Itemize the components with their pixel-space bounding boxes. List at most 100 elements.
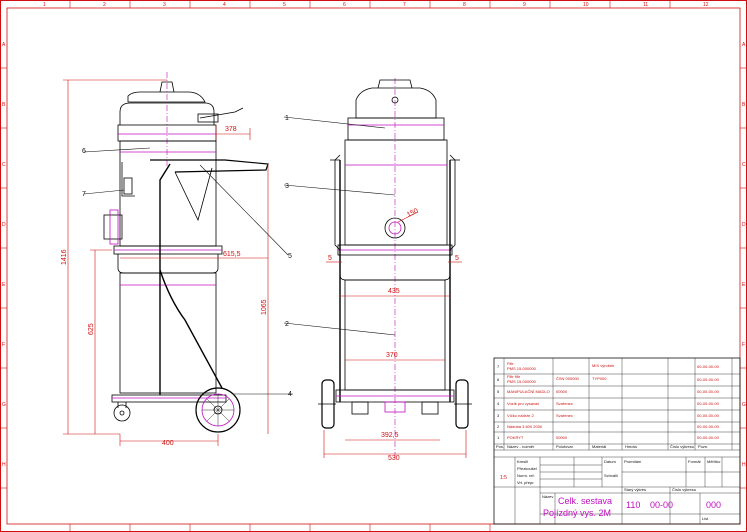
position-label-1: 1 bbox=[285, 115, 289, 122]
row-marker: B bbox=[742, 102, 746, 108]
side-handle-strut bbox=[174, 167, 213, 222]
dim-3925: 392,5 bbox=[381, 432, 399, 439]
tb-label: Vrt. přepr. bbox=[517, 480, 534, 485]
dim-1416: 1416 bbox=[61, 249, 68, 265]
front-lid-dome bbox=[355, 87, 437, 119]
side-inlet bbox=[103, 214, 123, 240]
tb-head: Hmota bbox=[625, 444, 638, 449]
row-marker: A bbox=[2, 42, 6, 48]
side-motor-head bbox=[119, 102, 215, 125]
row-marker: A bbox=[742, 42, 746, 48]
tb-label: Měřítko bbox=[707, 459, 721, 464]
tb-label: Přezkoušel bbox=[517, 466, 537, 471]
tb-row-mat: Svařenec bbox=[556, 401, 573, 406]
tb-row-mat: 00000 bbox=[556, 389, 568, 394]
dim-370: 370 bbox=[386, 352, 398, 359]
frame-row-markers: A B C D E F G H A B C D E F G H bbox=[2, 42, 746, 468]
tb-row-no: 7 bbox=[497, 364, 500, 369]
tb-row-note: MIX výrobek bbox=[592, 363, 614, 368]
dim-5b: 5 bbox=[455, 255, 459, 262]
tb-head: Pozn. bbox=[698, 444, 708, 449]
front-inlet bbox=[384, 217, 406, 239]
tb-row-num: 00-00-00-00 bbox=[697, 424, 720, 429]
front-caster-l bbox=[351, 401, 369, 415]
inner-frame bbox=[6, 7, 741, 525]
col-marker: 12 bbox=[703, 2, 709, 8]
tb-drawing-prefix: 110 bbox=[626, 500, 640, 510]
tb-label: Promítání bbox=[624, 459, 642, 464]
tb-label: Norm. ref. bbox=[517, 473, 535, 478]
front-view bbox=[318, 78, 472, 460]
tb-row-num: 00-00-00-00 bbox=[697, 401, 720, 406]
position-label-3: 3 bbox=[285, 183, 289, 190]
col-marker: 7 bbox=[403, 2, 406, 8]
col-marker: 5 bbox=[283, 2, 286, 8]
tb-row-name: POKRYT bbox=[507, 435, 524, 440]
row-marker: F bbox=[2, 342, 5, 348]
col-marker: 4 bbox=[223, 2, 226, 8]
tb-row-no: 2 bbox=[497, 424, 500, 429]
row-marker: H bbox=[2, 462, 6, 468]
tb-row-no: 3 bbox=[497, 413, 500, 418]
col-marker: 3 bbox=[163, 2, 166, 8]
tb-row-name: Nádoba 3 600 2000 bbox=[507, 424, 543, 429]
position-label-6: 6 bbox=[82, 148, 86, 155]
col-marker: 11 bbox=[643, 2, 648, 8]
front-left-clamp bbox=[334, 154, 341, 251]
tb-row-no: 4 bbox=[497, 401, 500, 406]
side-handle-block bbox=[197, 113, 219, 123]
row-marker: B bbox=[2, 102, 6, 108]
side-view-dimensions bbox=[63, 79, 269, 446]
tb-row-name: MANIPULAČNÍ MADLO bbox=[507, 389, 550, 394]
tb-row-no: 5 bbox=[497, 389, 500, 394]
dim-150: 150 bbox=[406, 207, 420, 218]
position-label-5: 5 bbox=[288, 253, 292, 260]
row-marker: D bbox=[2, 222, 6, 228]
row-marker: H bbox=[742, 462, 746, 468]
side-base bbox=[111, 394, 227, 403]
side-wheel bbox=[195, 387, 241, 433]
tb-label: List bbox=[702, 516, 709, 521]
row-marker: C bbox=[2, 162, 6, 168]
dim-5a: 5 bbox=[328, 255, 332, 262]
tb-label: Kreslil bbox=[517, 459, 528, 464]
side-top-handle bbox=[199, 107, 244, 119]
tb-title-line2: Pojízdný vys. 2M bbox=[543, 508, 611, 518]
front-lid-knob bbox=[391, 96, 399, 104]
tb-scale: 1:5 bbox=[500, 475, 507, 481]
row-marker: E bbox=[742, 282, 746, 288]
side-trolley-brace bbox=[159, 269, 223, 389]
front-view-dimensions bbox=[323, 211, 467, 458]
dim-378: 378 bbox=[225, 126, 237, 133]
row-marker: G bbox=[2, 402, 6, 408]
tb-row-name: Víčko nádrže 2 bbox=[507, 413, 534, 418]
tb-label: Název bbox=[542, 494, 553, 499]
tb-row-num: 00-00-00-00 bbox=[697, 389, 720, 394]
dim-530: 530 bbox=[388, 455, 400, 462]
side-caster bbox=[113, 404, 131, 422]
tb-row-num: 00-00-00-00 bbox=[697, 435, 720, 440]
col-marker: 2 bbox=[103, 2, 106, 8]
tb-title-line1: Celk. sestava bbox=[558, 496, 612, 506]
tb-head: Polotovar bbox=[556, 444, 574, 449]
dim-435: 435 bbox=[388, 288, 400, 295]
row-marker: C bbox=[742, 162, 746, 168]
tb-row-mat: 00000 bbox=[556, 435, 568, 440]
tb-row-num: 00-00-00-00 bbox=[697, 364, 720, 369]
tb-label: Číslo výkresu bbox=[672, 487, 696, 492]
col-marker: 6 bbox=[343, 2, 346, 8]
tb-head: Název - rozměr bbox=[507, 444, 535, 449]
tb-head: Pos. bbox=[496, 444, 504, 449]
col-marker: 9 bbox=[523, 2, 526, 8]
side-lid-knob bbox=[159, 81, 175, 93]
front-right-clamp bbox=[449, 154, 456, 251]
col-marker: 10 bbox=[583, 2, 589, 8]
dim-400: 400 bbox=[162, 440, 174, 447]
side-hook-plate bbox=[123, 177, 133, 195]
side-inlet-flange bbox=[109, 209, 119, 245]
tb-row-name2: PMS 15-000000 bbox=[507, 366, 537, 371]
tb-label: Datum bbox=[604, 459, 616, 464]
tb-label: Schválil bbox=[604, 473, 618, 478]
